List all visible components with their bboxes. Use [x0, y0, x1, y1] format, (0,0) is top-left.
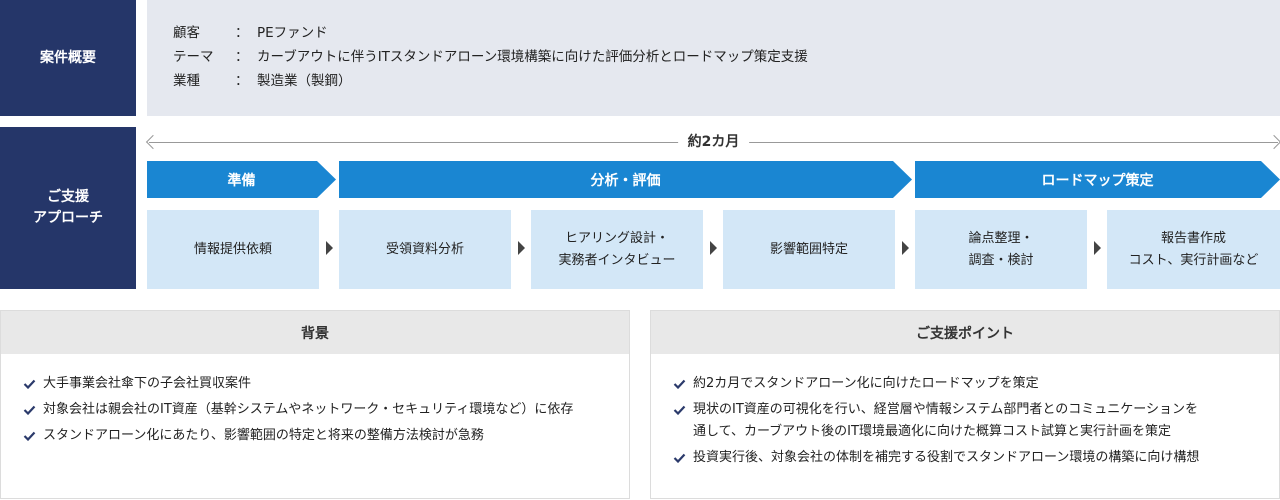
overview-panel: 顧客 ： PEファンド テーマ ： カーブアウトに伴うITスタンドアローン環境構…: [147, 0, 1280, 116]
background-title: 背景: [1, 311, 629, 354]
list-item: 投資実行後、対象会社の体制を補完する役割でスタンドアローン環境の構築に向け構想: [673, 447, 1279, 469]
overview-section-label: 案件概要: [0, 0, 136, 116]
list-item: 大手事業会社傘下の子会社買収案件: [23, 373, 629, 395]
list-item: スタンドアローン化にあたり、影響範囲の特定と将来の整備方法検討が急務: [23, 425, 629, 447]
check-icon: [673, 447, 693, 469]
overview-row-client: 顧客 ： PEファンド: [173, 21, 1280, 45]
overview-colon: ：: [235, 49, 249, 65]
overview-key: 業種: [173, 73, 200, 89]
support-points-box: ご支援ポイント 約2カ月でスタンドアローン化に向けたロードマップを策定 現状のI…: [650, 310, 1280, 499]
phase-preparation: 準備: [147, 161, 336, 198]
list-item: 約2カ月でスタンドアローン化に向けたロードマップを策定: [673, 373, 1279, 395]
overview-value: PEファンド: [257, 25, 328, 41]
list-item: 現状のIT資産の可視化を行い、経営層や情報システム部門者とのコミュニケーションを…: [673, 399, 1279, 443]
approach-label-line: アプローチ: [33, 210, 103, 226]
overview-key: テーマ: [173, 49, 214, 65]
overview-colon: ：: [235, 73, 249, 89]
check-icon: [673, 373, 693, 395]
step-issue-review: 論点整理・ 調査・検討: [915, 210, 1087, 289]
overview-value: 製造業（製鋼）: [257, 73, 352, 89]
step-impact-scope: 影響範囲特定: [723, 210, 895, 289]
overview-colon: ：: [235, 25, 249, 41]
list-item: 対象会社は親会社のIT資産（基幹システムやネットワーク・セキュリティ環境など）に…: [23, 399, 629, 421]
overview-value: カーブアウトに伴うITスタンドアローン環境構築に向けた評価分析とロードマップ策定…: [257, 49, 808, 65]
step-info-request: 情報提供依頼: [147, 210, 319, 289]
overview-row-theme: テーマ ： カーブアウトに伴うITスタンドアローン環境構築に向けた評価分析とロー…: [173, 45, 1280, 69]
support-points-title: ご支援ポイント: [651, 311, 1279, 354]
triangle-right-icon: [518, 241, 525, 255]
background-box: 背景 大手事業会社傘下の子会社買収案件 対象会社は親会社のIT資産（基幹システム…: [0, 310, 630, 499]
triangle-right-icon: [326, 241, 333, 255]
triangle-right-icon: [902, 241, 909, 255]
arrow-right-icon: [1266, 134, 1280, 150]
step-document-analysis: 受領資料分析: [339, 210, 511, 289]
check-icon: [23, 373, 43, 395]
check-icon: [23, 425, 43, 447]
approach-section-label: ご支援 アプローチ: [0, 127, 136, 289]
phase-analysis: 分析・評価: [339, 161, 912, 198]
duration-label: 約2カ月: [677, 132, 750, 152]
step-hearing-interview: ヒアリング設計・ 実務者インタビュー: [531, 210, 703, 289]
support-points-list: 約2カ月でスタンドアローン化に向けたロードマップを策定 現状のIT資産の可視化を…: [651, 354, 1279, 469]
overview-row-industry: 業種 ： 製造業（製鋼）: [173, 69, 1280, 93]
step-report: 報告書作成 コスト、実行計画など: [1107, 210, 1280, 289]
phase-roadmap: ロードマップ策定: [915, 161, 1280, 198]
triangle-right-icon: [710, 241, 717, 255]
background-list: 大手事業会社傘下の子会社買収案件 対象会社は親会社のIT資産（基幹システムやネッ…: [1, 354, 629, 447]
triangle-right-icon: [1094, 241, 1101, 255]
approach-label-line: ご支援: [47, 189, 89, 205]
overview-key: 顧客: [173, 25, 200, 41]
check-icon: [673, 399, 693, 421]
duration-bar: 約2カ月: [145, 132, 1280, 152]
check-icon: [23, 399, 43, 421]
arrow-left-icon: [145, 134, 161, 150]
